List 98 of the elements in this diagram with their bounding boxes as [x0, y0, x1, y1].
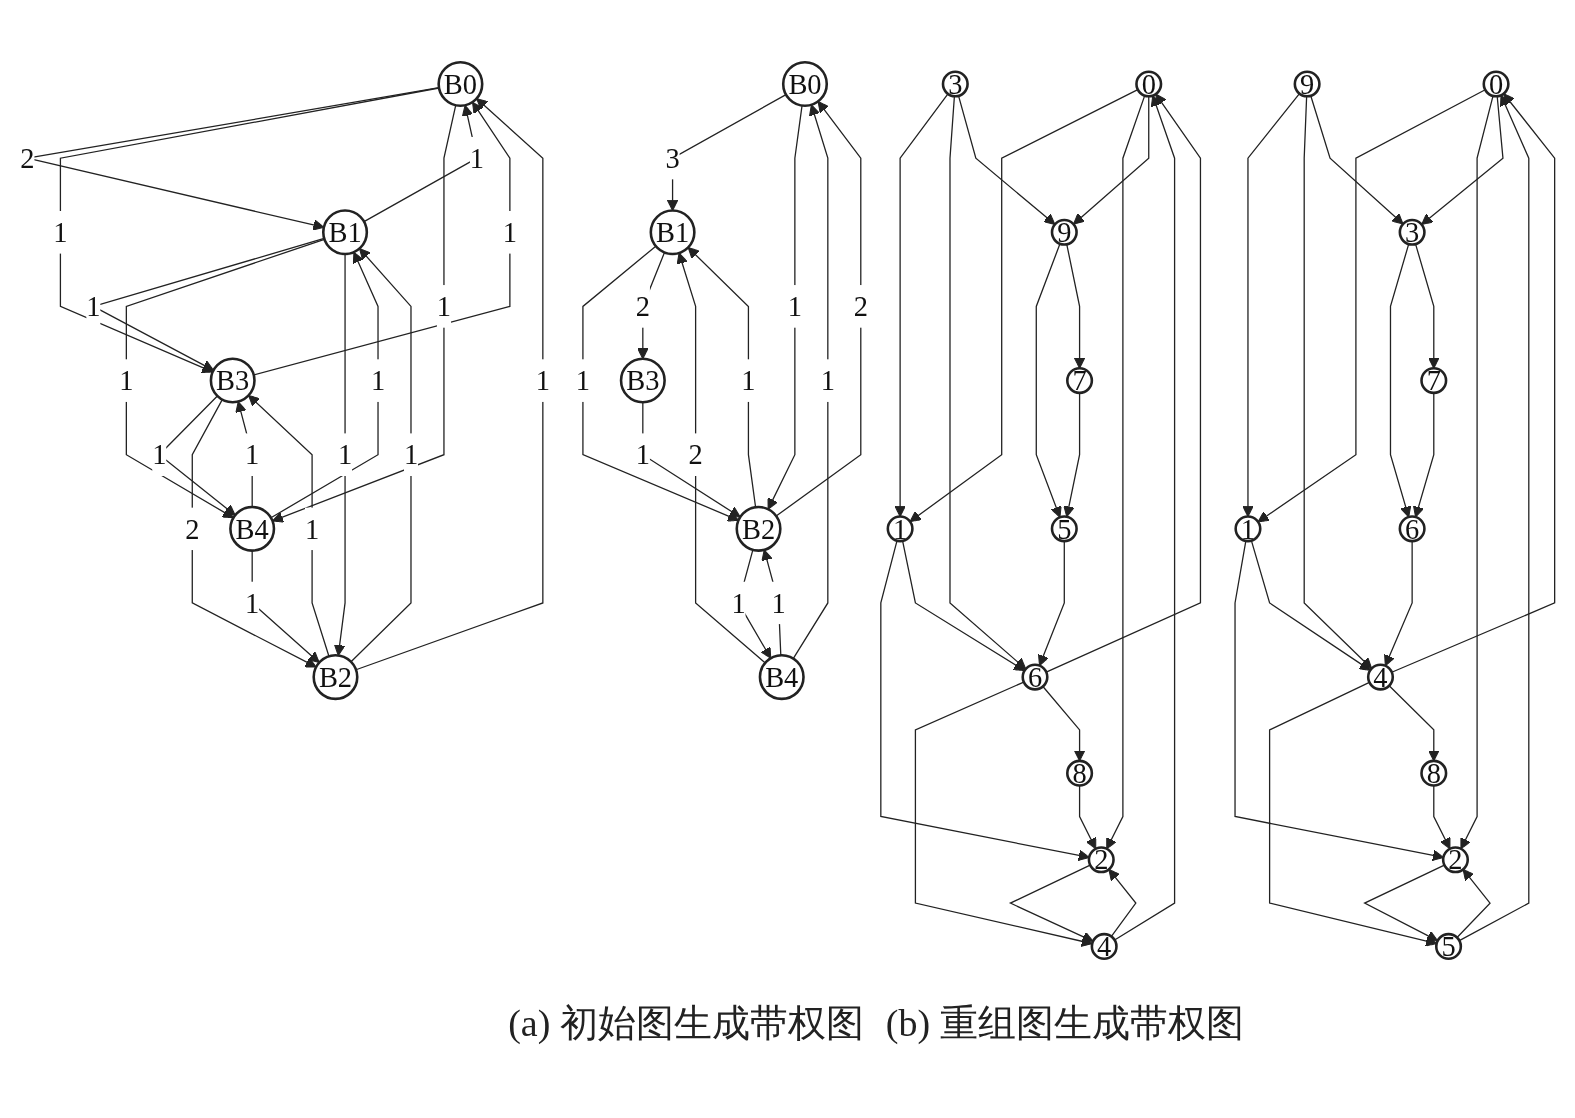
node-circle: B4: [229, 505, 276, 552]
edge-label: 1: [370, 364, 386, 397]
arrow: [1008, 864, 1094, 943]
arrow: [1389, 243, 1412, 518]
edge-label: 1: [436, 290, 452, 323]
edge-label: 1: [741, 364, 756, 397]
arrow: [957, 95, 1056, 225]
node-circle: 8: [1066, 759, 1094, 787]
arrow: [1114, 95, 1176, 941]
arrow: [1063, 392, 1081, 518]
edge-label: 1: [731, 586, 746, 620]
node-circle: 7: [1066, 367, 1094, 395]
edge-label: 1: [575, 364, 591, 397]
node-circle: 8: [1420, 759, 1448, 787]
arrow: [1363, 864, 1445, 942]
node-circle: 6: [1021, 663, 1049, 691]
arrow: [1268, 681, 1438, 947]
edge-label: 1: [820, 364, 835, 397]
edge-label: 1: [86, 290, 101, 323]
node-circle: 1: [886, 515, 914, 543]
arrow: [1257, 89, 1486, 523]
arrow: [1234, 540, 1444, 861]
arrow: [901, 540, 1026, 672]
edge-label: 1: [245, 438, 260, 471]
node-circle: 7: [1420, 367, 1448, 395]
arrow: [687, 247, 757, 508]
arrow: [1066, 243, 1086, 369]
node-circle: 1: [1234, 515, 1262, 543]
node-circle: 3: [1398, 218, 1426, 246]
arrow: [333, 253, 346, 656]
edge-label: 1: [787, 290, 802, 323]
arrow: [792, 104, 829, 660]
figure-caption: (b) 重组图生成带权图: [885, 1000, 1244, 1046]
node-circle: 5: [1050, 515, 1078, 543]
arrow: [1106, 95, 1146, 850]
arrow: [1108, 868, 1137, 938]
edge-label: 1: [53, 216, 68, 249]
node-circle: B1: [322, 209, 369, 256]
edge-label: 1: [635, 438, 650, 471]
arrow: [1388, 685, 1440, 762]
edge-label: 1: [304, 512, 320, 545]
edge-label: 1: [152, 438, 167, 471]
arrow: [676, 252, 766, 664]
node-circle: 9: [1050, 218, 1078, 246]
node-circle: 9: [1293, 70, 1321, 98]
arrow: [271, 104, 457, 523]
edge-label: 1: [119, 364, 134, 397]
edge-label: 2: [688, 438, 703, 471]
node-circle: B3: [619, 357, 666, 404]
arrow: [248, 394, 330, 657]
node-circle: 4: [1366, 663, 1395, 691]
figure-caption: (a) 初始图生成带权图: [508, 1000, 864, 1046]
arrow: [270, 251, 379, 519]
arrow: [1391, 93, 1556, 673]
arrow: [1414, 243, 1440, 369]
arrow: [1042, 685, 1086, 762]
edge-label: 2: [635, 290, 650, 323]
node-circle: B0: [781, 60, 829, 108]
arrow: [355, 98, 544, 671]
arrow: [1458, 94, 1530, 942]
node-circle: B3: [209, 357, 256, 404]
arrow: [1456, 868, 1491, 939]
arrow: [582, 245, 739, 522]
arrow: [880, 540, 1090, 861]
arrow: [1045, 93, 1202, 673]
edge-label: 1: [403, 438, 419, 471]
node-circle: 4: [1090, 932, 1118, 960]
node-circle: B2: [735, 505, 782, 552]
node-circle: 3: [941, 70, 969, 98]
arrow: [350, 248, 412, 663]
arrow: [125, 238, 326, 519]
edge-label: 1: [469, 142, 485, 175]
node-circle: B1: [649, 209, 696, 256]
arrow: [59, 87, 440, 374]
node-circle: B0: [437, 60, 484, 108]
edge-label: 1: [337, 438, 353, 471]
node-circle: B2: [312, 654, 359, 701]
arrow: [1035, 243, 1062, 518]
arrow: [1413, 392, 1435, 518]
edge-label: 2: [185, 512, 200, 545]
edge-label: 2: [20, 142, 35, 175]
node-circle: 2: [1087, 846, 1115, 874]
node-circle: 0: [1482, 70, 1510, 98]
edge-label: 3: [665, 142, 680, 175]
arrow: [909, 88, 1139, 523]
edge-label: 1: [535, 364, 550, 397]
arrow: [775, 100, 862, 517]
node-circle: 2: [1441, 846, 1469, 874]
arrow: [1310, 95, 1404, 225]
node-circle: B4: [758, 654, 805, 701]
edge-label: 1: [771, 586, 786, 620]
edge-label: 2: [853, 290, 868, 323]
node-circle: 0: [1135, 70, 1163, 98]
edge-label: 1: [245, 586, 260, 620]
node-circle: 6: [1398, 515, 1426, 543]
edge-label: 1: [502, 216, 517, 249]
node-circle: 5: [1434, 932, 1463, 960]
arrow: [1460, 95, 1494, 850]
